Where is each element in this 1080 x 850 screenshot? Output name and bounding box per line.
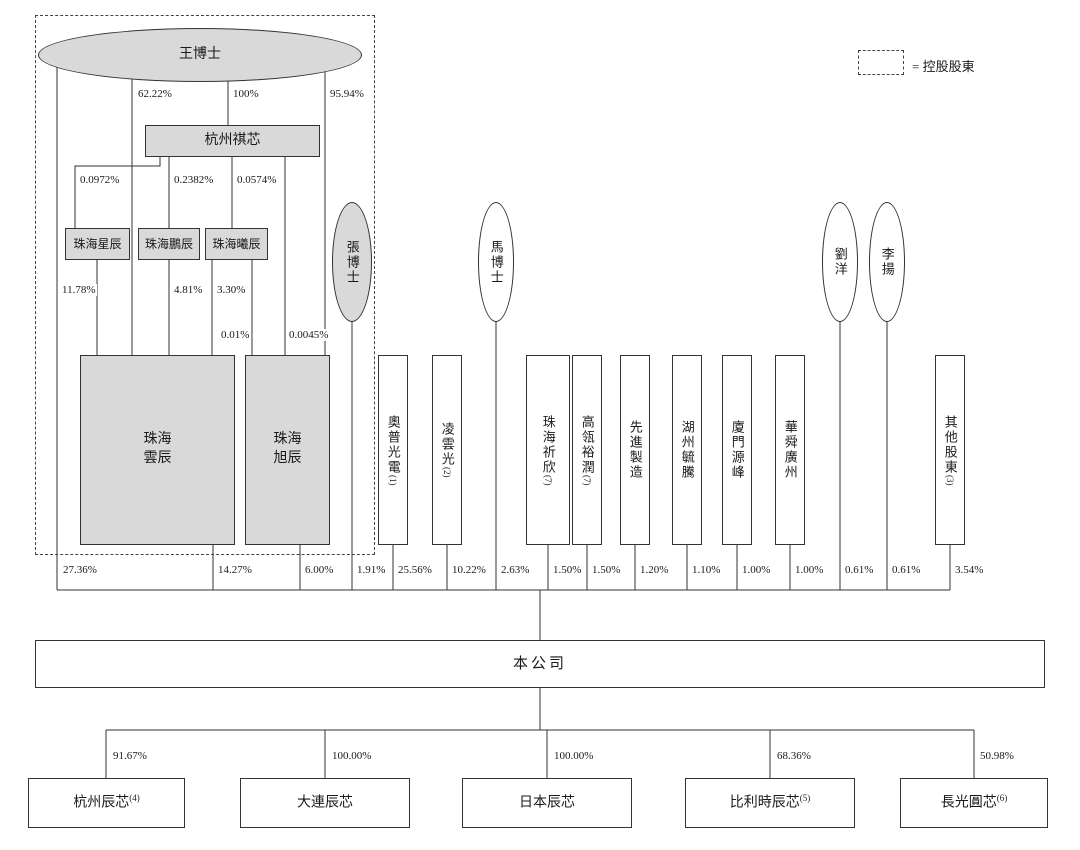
shareholder-box-aopu: 奧普光電(1) (378, 355, 408, 545)
shareholder-box-zhuhai-qixin: 珠海祈欣(7) (526, 355, 570, 545)
zhuhai-xingchen-label: 珠海星辰 (73, 236, 122, 251)
shareholder-label: 華舜廣州 (782, 420, 798, 480)
shareholder-box-others: 其他股東(3) (935, 355, 965, 545)
pct-qixin-xichen: 0.0574% (236, 174, 278, 187)
subsidiary-box-changguang: 長光圓芯(6) (900, 778, 1048, 828)
pct-xichen-xuchen: 0.01% (220, 329, 251, 342)
dr-zhang-label: 張博士 (344, 239, 360, 285)
pct-xianjin-company: 1.20% (639, 564, 670, 577)
pct-lingyun-company: 10.22% (451, 564, 487, 577)
controlling-shareholder-frame (35, 15, 375, 555)
pct-gaoling-company: 1.50% (591, 564, 622, 577)
shareholder-box-lingyun: 凌雲光(2) (432, 355, 462, 545)
pct-zhang-company: 1.91% (356, 564, 387, 577)
pct-japan-chenxin: 100.00% (553, 750, 595, 763)
pct-qixin-pengchen: 0.2382% (173, 174, 215, 187)
shareholder-label: 奧普光電(1) (385, 414, 401, 486)
liu-yang-ellipse: 劉洋 (822, 202, 858, 322)
shareholder-label: 廈門源峰 (729, 420, 745, 480)
zhuhai-xichen-label: 珠海曦辰 (212, 236, 261, 251)
shareholder-box-gaoling: 高瓴裕潤(7) (572, 355, 602, 545)
hangzhou-qixin-box: 杭州祺芯 (145, 125, 320, 157)
pct-changguang: 50.98% (979, 750, 1015, 763)
zhuhai-xichen-box: 珠海曦辰 (205, 228, 268, 260)
pct-belgium-chenxin: 68.36% (776, 750, 812, 763)
legend-dashed-swatch (858, 50, 904, 75)
li-yang-ellipse: 李揚 (869, 202, 905, 322)
dr-wang-label: 王博士 (179, 46, 221, 62)
pct-xingchen-yunchen: 11.78% (61, 284, 97, 297)
hangzhou-qixin-label: 杭州祺芯 (204, 132, 261, 148)
company-label: 本公司 (512, 655, 567, 672)
company-box: 本公司 (35, 640, 1045, 688)
shareholder-box-huzhou: 湖州毓騰 (672, 355, 702, 545)
pct-huashun-company: 1.00% (794, 564, 825, 577)
pct-liu-company: 0.61% (844, 564, 875, 577)
zhuhai-xuchen-label: 珠海旭辰 (273, 432, 302, 466)
dr-ma-ellipse: 馬博士 (478, 202, 514, 322)
zhuhai-pengchen-label: 珠海鵬辰 (144, 236, 193, 251)
pct-pengchen-yunchen: 4.81% (173, 284, 204, 297)
shareholder-box-huashun: 華舜廣州 (775, 355, 805, 545)
legend-label: = 控股股東 (912, 59, 975, 74)
subsidiary-label: 比利時辰芯(5) (729, 793, 811, 811)
shareholder-label: 湖州毓騰 (679, 420, 695, 480)
pct-huzhou-company: 1.10% (691, 564, 722, 577)
subsidiary-box-japan: 日本辰芯 (462, 778, 632, 828)
subsidiary-label: 杭州辰芯(4) (73, 793, 140, 811)
pct-qixin-xingchen: 0.0972% (79, 174, 121, 187)
pct-aopu-company: 25.56% (397, 564, 433, 577)
shareholder-box-xiamen: 廈門源峰 (722, 355, 752, 545)
shareholder-label: 珠海祈欣(7) (540, 414, 556, 486)
zhuhai-yunchen-label: 珠海雲辰 (143, 432, 172, 466)
zhuhai-yunchen-box: 珠海雲辰 (80, 355, 235, 545)
subsidiary-label: 日本辰芯 (519, 795, 575, 811)
li-yang-label: 李揚 (879, 247, 895, 277)
zhuhai-pengchen-box: 珠海鵬辰 (138, 228, 200, 260)
pct-wang-xuchen: 95.94% (329, 88, 365, 101)
pct-qixin-xuchen: 0.0045% (288, 329, 330, 342)
pct-dalian-chenxin: 100.00% (331, 750, 373, 763)
pct-ma-company: 2.63% (500, 564, 531, 577)
dr-ma-label: 馬博士 (488, 239, 504, 285)
liu-yang-label: 劉洋 (832, 247, 848, 277)
subsidiary-label: 大連辰芯 (297, 795, 353, 811)
pct-wang-yunchen: 62.22% (137, 88, 173, 101)
zhuhai-xingchen-box: 珠海星辰 (65, 228, 130, 260)
shareholder-label: 其他股東(3) (942, 414, 958, 486)
zhuhai-xuchen-box: 珠海旭辰 (245, 355, 330, 545)
subsidiary-box-belgium: 比利時辰芯(5) (685, 778, 855, 828)
subsidiary-label: 長光圓芯(6) (940, 793, 1008, 811)
pct-li-company: 0.61% (891, 564, 922, 577)
subsidiary-box-hangzhou: 杭州辰芯(4) (28, 778, 185, 828)
subsidiary-box-dalian: 大連辰芯 (240, 778, 410, 828)
pct-hangzhou-chenxin: 91.67% (112, 750, 148, 763)
pct-others-company: 3.54% (954, 564, 985, 577)
pct-wang-qixin: 100% (232, 88, 260, 101)
dr-wang-ellipse: 王博士 (38, 28, 362, 82)
pct-yunchen-company: 14.27% (217, 564, 253, 577)
dr-zhang-ellipse: 張博士 (332, 202, 372, 322)
shareholder-label: 高瓴裕潤(7) (579, 414, 595, 486)
shareholder-label: 先進製造 (627, 420, 643, 480)
pct-xiamen-company: 1.00% (741, 564, 772, 577)
pct-xichen-yunchen: 3.30% (216, 284, 247, 297)
pct-xuchen-company: 6.00% (304, 564, 335, 577)
shareholder-box-xianjin: 先進製造 (620, 355, 650, 545)
pct-zhuhai-qixin-company: 1.50% (552, 564, 583, 577)
pct-wang-company: 27.36% (62, 564, 98, 577)
shareholder-label: 凌雲光(2) (439, 422, 455, 478)
